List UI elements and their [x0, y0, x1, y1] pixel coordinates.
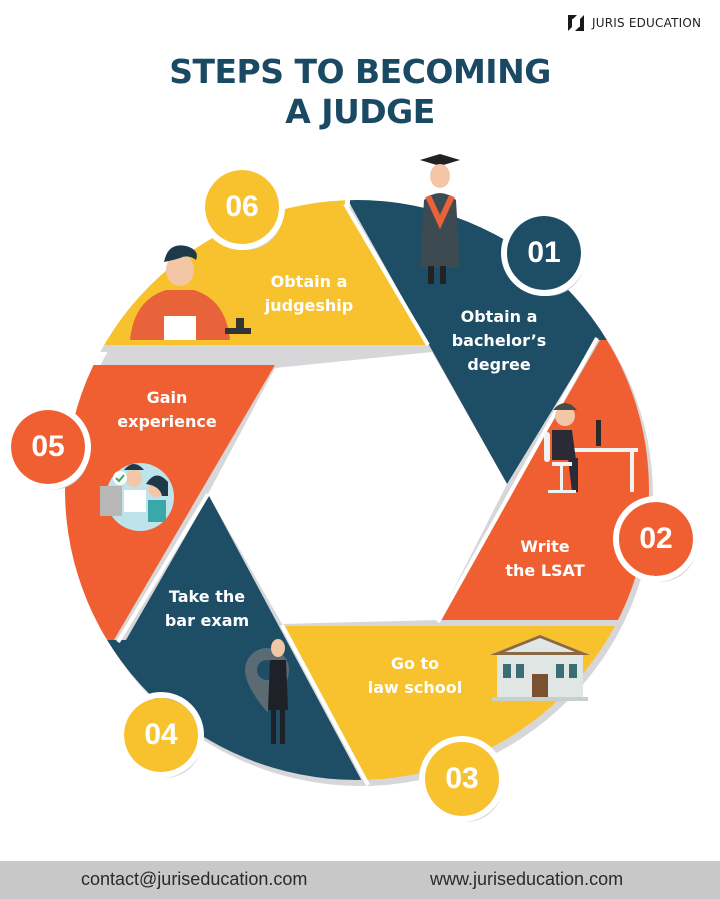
step-05-label: Gain experience — [102, 386, 232, 434]
step-02-label: Write the LSAT — [480, 535, 610, 583]
desk-worker-icon — [544, 403, 638, 493]
step-04-badge: 04 — [118, 692, 204, 778]
step-05-badge: 05 — [5, 404, 91, 490]
footer-website-link[interactable]: www.juriseducation.com — [430, 869, 624, 889]
step-03-label: Go to law school — [350, 652, 480, 700]
blade-04 — [65, 494, 364, 780]
step-01-line-3: degree — [467, 355, 531, 374]
step-02-badge: 02 — [613, 496, 699, 582]
title-line-2: A JUDGE — [285, 92, 435, 131]
step-05-line-2: experience — [117, 412, 217, 431]
step-04-line-1: Take the — [168, 587, 246, 606]
step-06-line-2: judgeship — [264, 296, 354, 315]
title-line-1: STEPS TO BECOMING — [169, 52, 551, 91]
footer-bar: contact@juriseducation.com www.juriseduc… — [0, 861, 720, 899]
center-hexagon — [208, 352, 507, 624]
school-building-icon — [490, 635, 590, 701]
colleagues-computer-icon — [100, 463, 174, 531]
step-01-line-1: Obtain a — [460, 307, 538, 326]
page-title: STEPS TO BECOMING A JUDGE — [0, 52, 720, 132]
brand-logo: JURIS EDUCATION — [567, 14, 701, 32]
footer-email-link[interactable]: contact@juriseducation.com — [81, 869, 308, 889]
step-04-line-2: bar exam — [164, 611, 250, 630]
step-05-line-1: Gain — [146, 388, 188, 407]
step-02-line-1: Write — [520, 537, 570, 556]
step-06-badge: 06 — [199, 164, 285, 250]
step-01-badge: 01 — [501, 210, 587, 296]
blade-01 — [350, 200, 649, 484]
juris-logo-icon — [568, 15, 584, 31]
judge-gavel-icon — [130, 245, 251, 340]
graduate-icon — [420, 154, 460, 284]
step-06-label: Obtain a judgeship — [244, 270, 374, 318]
step-03-line-1: Go to — [390, 654, 440, 673]
lawyer-location-pin-icon — [245, 639, 289, 744]
step-03-line-2: law school — [367, 678, 463, 697]
step-02-line-2: the LSAT — [505, 561, 585, 580]
blade-02 — [438, 340, 649, 620]
step-01-line-2: bachelor’s — [451, 331, 547, 350]
step-01-label: Obtain a bachelor’s degree — [434, 305, 564, 377]
brand-name: JURIS EDUCATION — [592, 16, 702, 30]
step-03-badge: 03 — [419, 736, 505, 822]
step-06-line-1: Obtain a — [270, 272, 348, 291]
step-04-label: Take the bar exam — [142, 585, 272, 633]
